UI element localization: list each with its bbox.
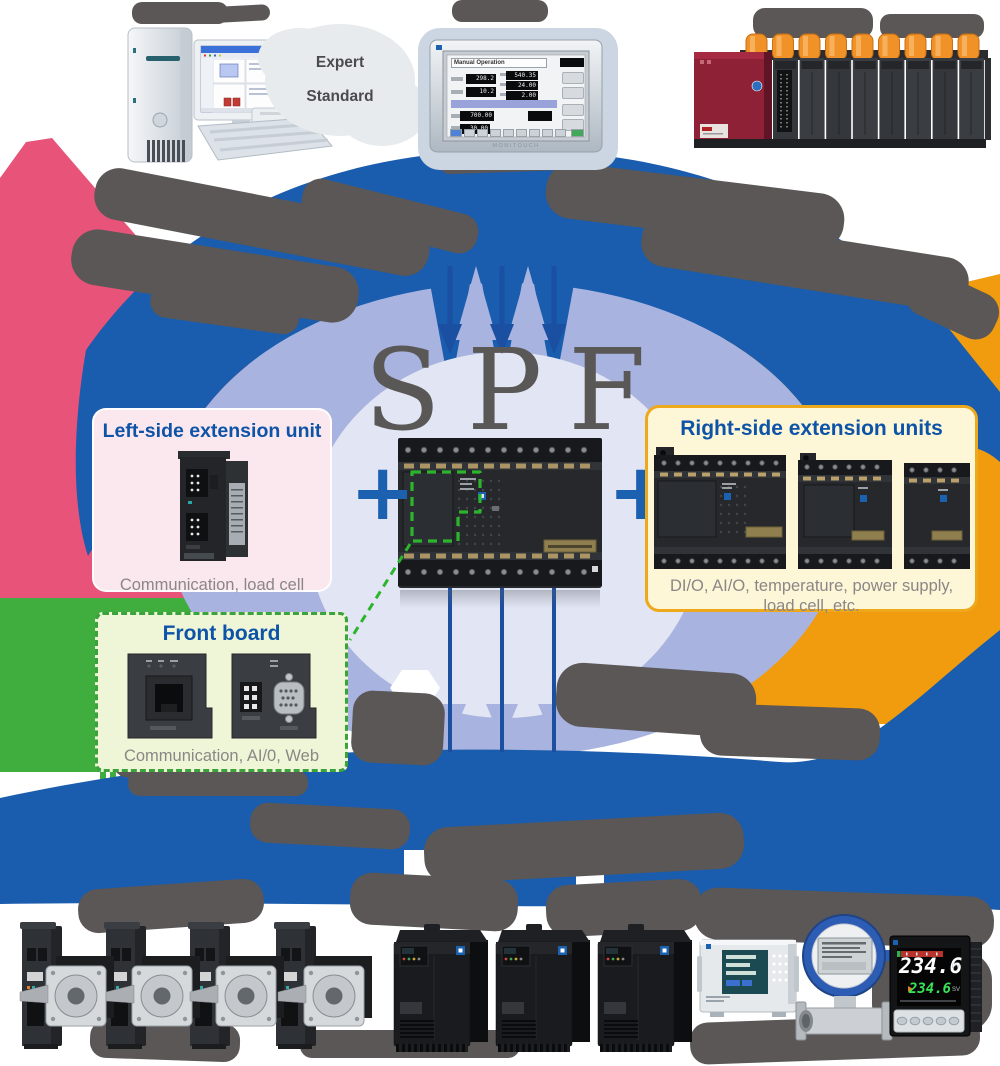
hmi-bottom-button <box>516 129 527 137</box>
hmi-datetime-box <box>560 58 584 67</box>
plus-sign-left: + <box>350 448 416 538</box>
hmi-value-box <box>528 111 552 121</box>
right-extension-card-title: Right-side extension units <box>680 417 943 440</box>
left-extension-module-image <box>178 451 248 561</box>
hmi-value: 2.00 <box>506 91 538 100</box>
loader-cloud <box>258 24 428 146</box>
temp-controller-pv-label: PV <box>952 964 961 970</box>
hmi-bottom-button <box>477 129 488 137</box>
hmi-value: 30.00 <box>460 124 490 134</box>
hmi-value: 700.00 <box>460 111 494 121</box>
hmi-value: 540.35 <box>506 71 538 80</box>
hmi-value: 298.2 <box>466 74 496 84</box>
down-arrows-icon <box>438 266 566 354</box>
hmi-value: 24.00 <box>506 81 538 90</box>
loader-label-standard: Standard <box>306 88 374 105</box>
right-extension-module-large <box>653 447 786 569</box>
purple-up-wedges <box>455 266 549 340</box>
right-extension-card-caption: DI/O, AI/O, temperature, power supply, l… <box>669 577 954 616</box>
signal-conditioner <box>697 939 799 1017</box>
temp-controller-pv-value: 234.6 <box>899 954 963 978</box>
hmi-bottom-button <box>503 129 514 137</box>
front-board-ethernet-image <box>127 653 212 739</box>
right-extension-card: Right-side extension units <box>645 405 978 615</box>
front-board-card: Front board <box>95 612 348 772</box>
hmi-bottom-button <box>555 129 566 137</box>
hmi-value: 10.2 <box>466 87 496 97</box>
plc-io-modules <box>773 58 985 140</box>
hmi-bottom-button <box>529 129 540 137</box>
temp-controller-sv-value: 234.6 <box>908 981 952 997</box>
hmi-bottom-button <box>490 129 501 137</box>
spf-main-unit <box>348 438 602 641</box>
hmi-section-bar <box>451 100 557 108</box>
left-extension-card-caption: Communication, load cell <box>119 576 305 594</box>
temp-controller <box>889 935 982 1037</box>
inverter-group <box>393 924 692 1052</box>
hmi-side-button <box>562 72 584 84</box>
front-board-card-title: Front board <box>162 622 281 645</box>
hmi-side-button <box>562 104 584 116</box>
right-extension-module-medium <box>797 453 892 569</box>
servo-group <box>19 922 372 1049</box>
left-extension-card-title: Left-side extension unit <box>102 420 322 442</box>
plc-rack <box>694 33 991 148</box>
bottom-connector-lines <box>448 588 556 752</box>
hmi-bottom-button <box>571 129 584 137</box>
servo-motors <box>19 956 372 1027</box>
left-extension-card: Left-side extension unit <box>92 408 332 594</box>
hmi-bottom-button <box>542 129 553 137</box>
temp-controller-sv-label: SV <box>952 987 961 993</box>
loader-label-expert: Expert <box>315 54 365 71</box>
front-board-serial-image <box>231 653 316 739</box>
front-board-link-line <box>348 543 412 641</box>
bottom-blue-band <box>0 630 1000 910</box>
pc-tower <box>127 27 193 163</box>
hmi-bottom-button <box>464 129 475 137</box>
right-extension-module-small <box>903 463 970 569</box>
pc-keyboard <box>197 117 333 161</box>
front-board-highlight <box>410 470 482 543</box>
hmi-brand-label: MONITOUCH <box>492 143 540 149</box>
hmi-bottom-button <box>450 129 462 137</box>
flow-meter <box>795 914 898 1041</box>
spf-title: SPF <box>364 326 672 456</box>
hmi-side-button <box>562 87 584 99</box>
hmi-screen-title: Manual Operation <box>451 58 547 68</box>
front-board-card-caption: Communication, AI/0, Web <box>123 747 320 765</box>
